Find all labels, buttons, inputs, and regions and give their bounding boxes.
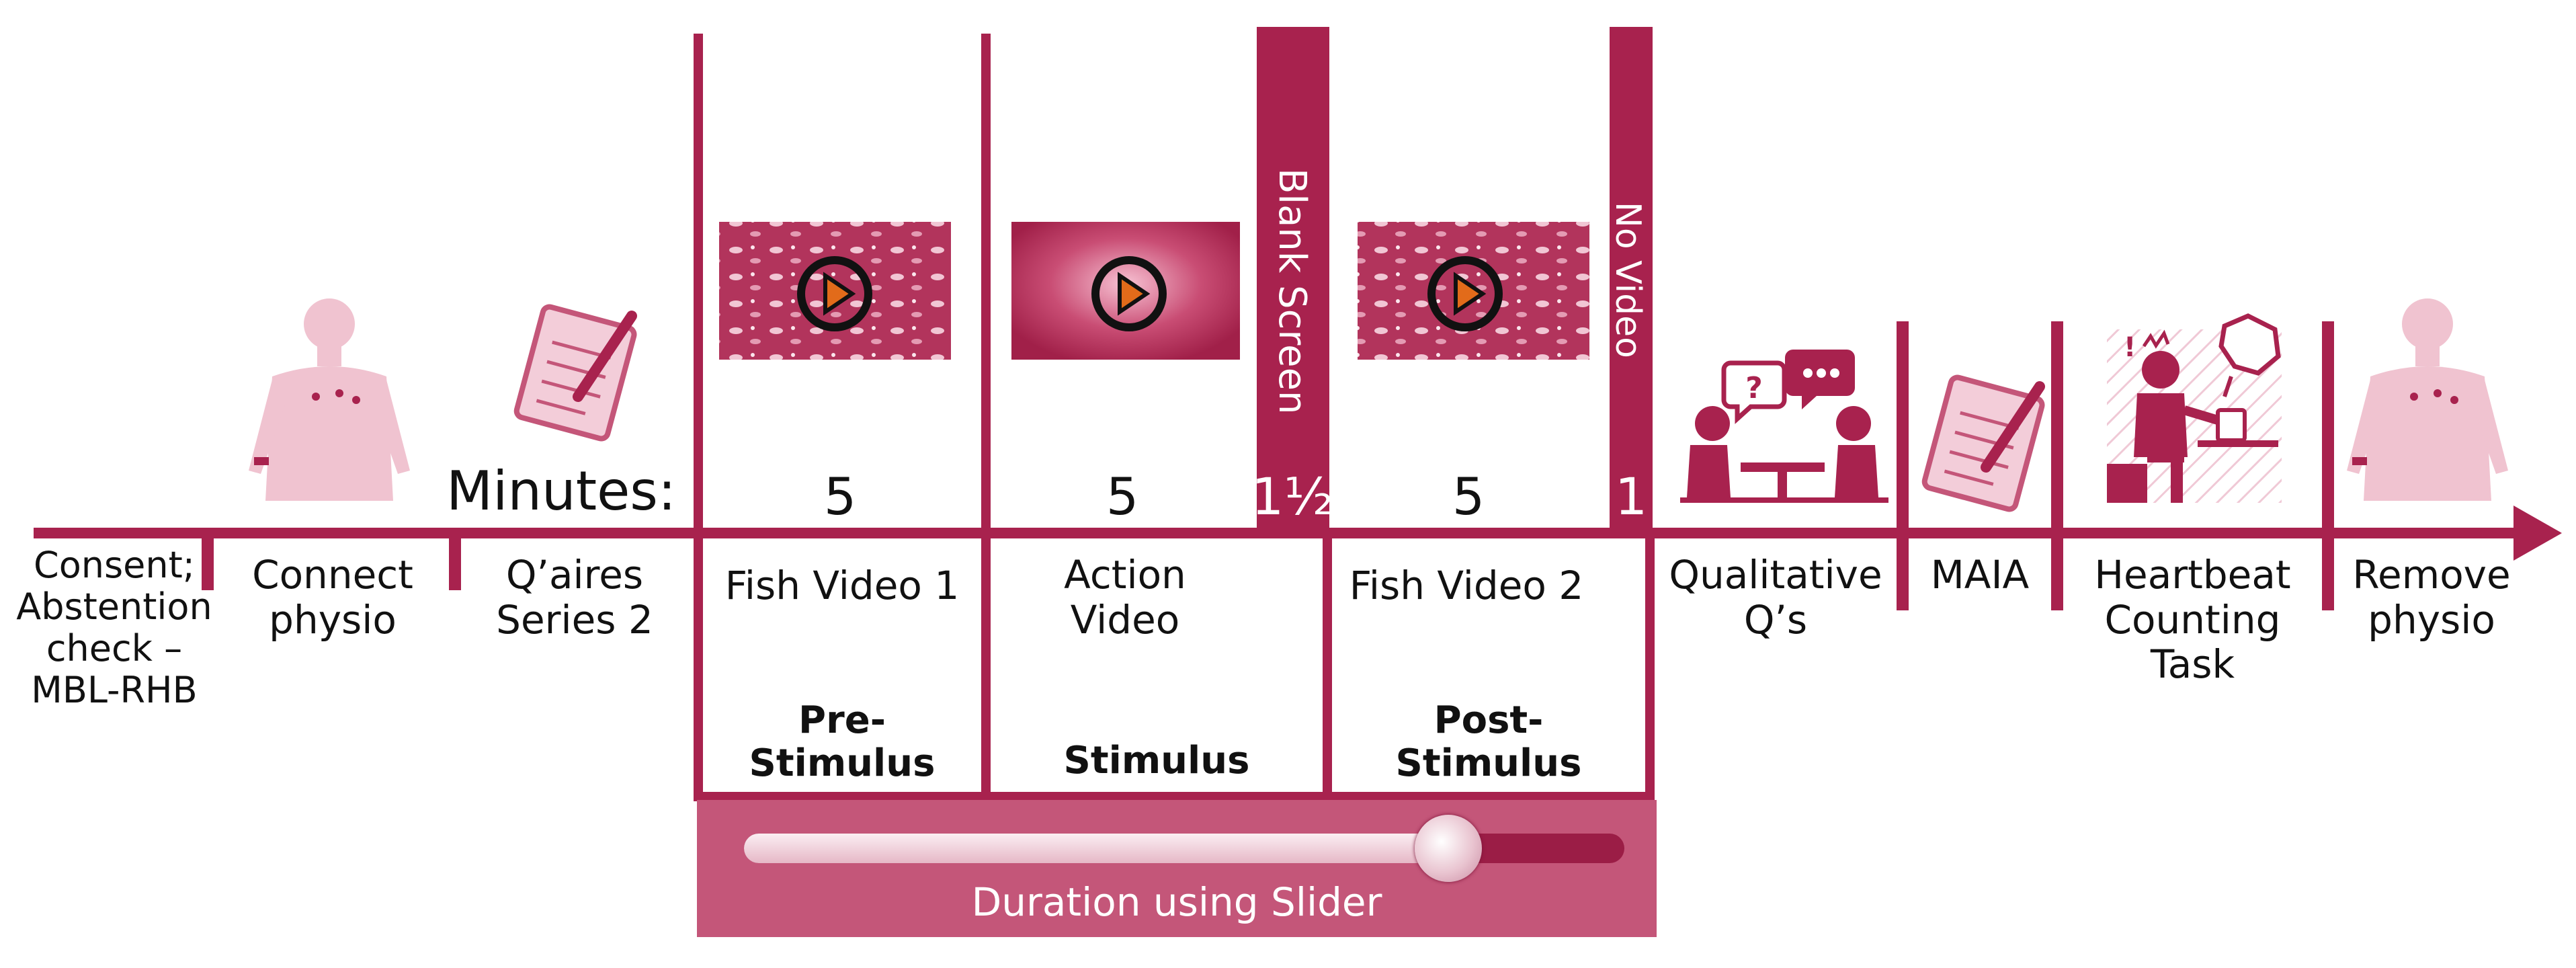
duration-post: 5 [1452, 467, 1485, 526]
duration-stim: 5 [1106, 467, 1139, 526]
phase-pre-stimulus: Pre- Stimulus [749, 698, 936, 786]
slider-label: Duration using Slider [971, 879, 1382, 925]
slider-fill [744, 834, 1448, 863]
step-heartbeat: Heartbeat Counting Task [2094, 552, 2291, 688]
step-maia: MAIA [1930, 552, 2030, 598]
step-action-video: Action Video [1064, 552, 1186, 643]
slider-knob[interactable] [1415, 815, 1482, 882]
step-remove-physio: Remove physio [2352, 552, 2511, 643]
tick-qual [1897, 321, 1909, 610]
divider-pre-left [694, 34, 703, 800]
svg-text:?: ? [1745, 371, 1763, 405]
no-video-label: No Video [1608, 202, 1648, 358]
step-consent: Consent; Abstention check – MBL-RHB [16, 544, 212, 712]
notepad-right [1921, 374, 2045, 512]
phase-stimulus: Stimulus [1063, 739, 1250, 782]
tick-connect [449, 533, 461, 590]
phase-bottom-line [694, 792, 1655, 801]
divider-stim-post [1323, 533, 1332, 800]
physio-body-left [249, 298, 410, 501]
tick-consent [202, 533, 214, 590]
video-thumb-fish-2 [1358, 222, 1589, 360]
svg-text:!: ! [2124, 332, 2136, 363]
step-fish-video-2: Fish Video 2 [1349, 563, 1584, 608]
heartbeat-task-scene: ! [2107, 313, 2282, 503]
step-fish-video-1: Fish Video 1 [724, 563, 960, 608]
divider-pre-stim [981, 34, 991, 800]
interview-scene: ? [1680, 350, 1888, 503]
physio-body-right [2347, 298, 2508, 501]
timeline-arrowhead [2513, 506, 2562, 561]
duration-novideo: 1 [1614, 467, 1648, 526]
video-thumb-fish-1 [719, 222, 951, 360]
tick-heartbeat [2322, 321, 2334, 610]
tick-maia [2051, 321, 2063, 610]
notepad-left [513, 304, 637, 442]
divider-post-right [1645, 533, 1655, 800]
duration-blank: 1½ [1251, 467, 1334, 526]
step-qualitative: Qualitative Q’s [1669, 552, 1882, 643]
slider-track[interactable] [744, 834, 1624, 863]
blank-screen-bar [1257, 27, 1329, 538]
phase-post-stimulus: Post- Stimulus [1395, 698, 1582, 786]
duration-slider-panel: Duration using Slider [697, 800, 1657, 937]
no-video-bar [1610, 27, 1653, 538]
duration-pre: 5 [823, 467, 857, 526]
video-thumb-action [1011, 222, 1240, 360]
blank-screen-label: Blank Screen [1270, 168, 1314, 415]
step-qaires: Q’aires Series 2 [496, 552, 653, 643]
minutes-label: Minutes: [446, 460, 676, 522]
step-connect-physio: Connect physio [252, 552, 413, 643]
